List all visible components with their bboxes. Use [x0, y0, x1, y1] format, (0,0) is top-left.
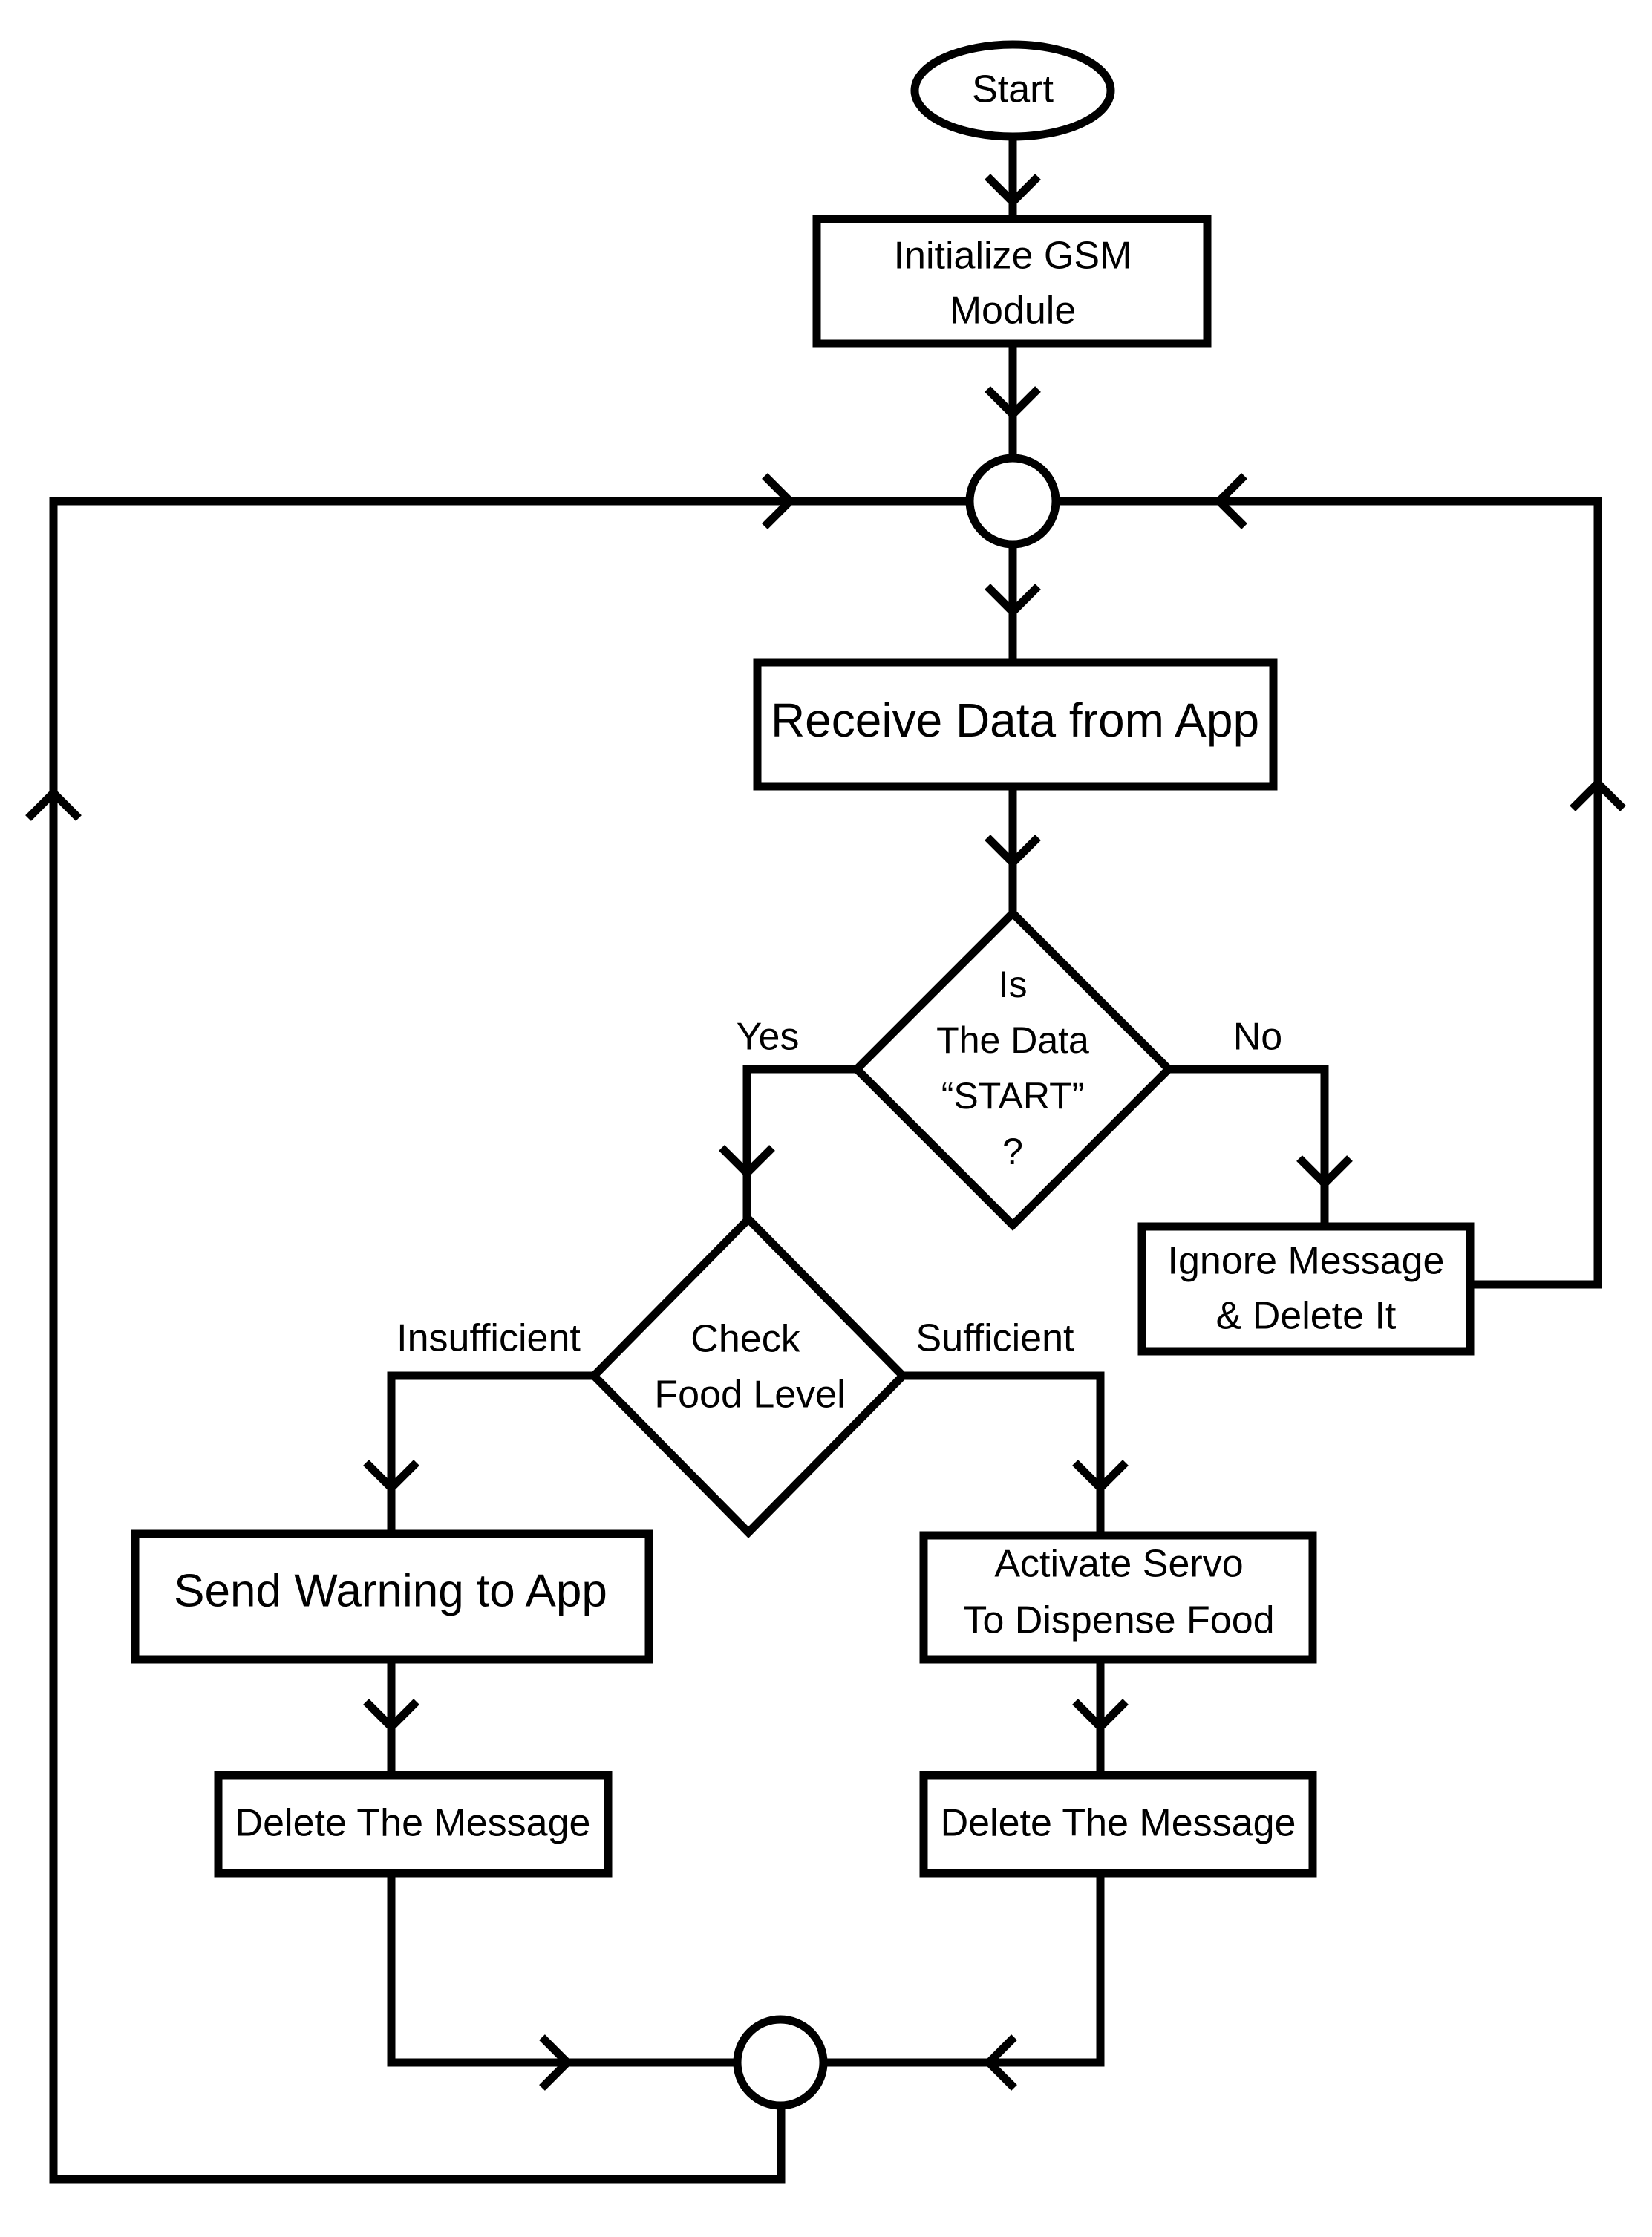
edge-no — [1169, 1065, 1329, 1227]
delete-message-left-node: Delete The Message — [214, 1771, 613, 1878]
arrow-up-icon — [25, 787, 82, 821]
nodes: Start Initialize GSM Module Receive Data… — [131, 40, 1475, 2110]
check-food-line-2: Food Level — [654, 1374, 845, 1417]
edge-deleteleft-junction — [387, 1873, 737, 2067]
activate-servo-line-2: To Dispense Food — [963, 1599, 1274, 1642]
edge-yes — [742, 1065, 857, 1219]
edge-labels: Yes No Insufficient Sufficient — [396, 1016, 1282, 1360]
ignore-message-node: Ignore Message & Delete It — [1137, 1222, 1475, 1356]
arrow-down-icon — [363, 1699, 419, 1733]
arrow-down-icon — [985, 386, 1041, 420]
activate-servo-node: Activate Servo To Dispense Food — [919, 1531, 1317, 1664]
receive-data-node: Receive Data from App — [753, 658, 1278, 791]
check-food-line-1: Check — [690, 1318, 800, 1361]
junction-bottom — [733, 2015, 828, 2110]
arrow-down-icon — [985, 835, 1041, 869]
init-gsm-line-2: Module — [950, 290, 1077, 333]
arrow-down-icon — [1072, 1460, 1129, 1494]
arrow-down-icon — [363, 1460, 419, 1494]
sufficient-label: Sufficient — [916, 1317, 1075, 1360]
arrow-down-icon — [985, 174, 1041, 208]
send-warning-node: Send Warning to App — [131, 1529, 653, 1664]
yes-label: Yes — [737, 1016, 800, 1059]
receive-data-label: Receive Data from App — [771, 693, 1259, 747]
arrow-up-icon — [1570, 777, 1626, 811]
is-start-line-3: “START” — [941, 1075, 1085, 1117]
arrowheads — [25, 174, 1626, 2091]
send-warning-label: Send Warning to App — [174, 1565, 607, 1616]
is-start-decision: Is The Data “START” ? — [851, 907, 1175, 1231]
check-food-decision: Check Food Level — [588, 1213, 909, 1538]
edge-deleteright-junction — [823, 1873, 1105, 2067]
connectors — [49, 137, 1602, 2184]
is-start-line-2: The Data — [936, 1019, 1089, 1061]
ignore-line-1: Ignore Message — [1168, 1240, 1445, 1283]
arrow-left-icon — [1213, 473, 1247, 529]
edge-ignore-loop — [1054, 497, 1602, 1289]
insufficient-label: Insufficient — [396, 1317, 581, 1360]
edge-sufficient — [903, 1371, 1105, 1535]
edge-loop-back — [49, 497, 970, 2184]
is-start-line-1: Is — [999, 964, 1028, 1005]
delete-right-label: Delete The Message — [941, 1802, 1296, 1845]
init-gsm-line-1: Initialize GSM — [894, 235, 1132, 278]
junction-top — [965, 454, 1060, 549]
arrow-left-icon — [983, 2034, 1017, 2091]
delete-message-right-node: Delete The Message — [919, 1771, 1317, 1878]
ignore-line-2: & Delete It — [1216, 1295, 1397, 1338]
arrow-right-icon — [762, 473, 796, 529]
delete-left-label: Delete The Message — [235, 1802, 591, 1845]
init-gsm-node: Initialize GSM Module — [812, 215, 1212, 348]
edge-insufficient — [387, 1371, 594, 1534]
arrow-down-icon — [1072, 1699, 1129, 1733]
activate-servo-line-1: Activate Servo — [994, 1543, 1243, 1586]
arrow-down-icon — [985, 584, 1041, 618]
is-start-line-4: ? — [1002, 1131, 1023, 1172]
start-node: Start — [910, 40, 1115, 141]
arrow-down-icon — [719, 1145, 775, 1179]
arrow-right-icon — [539, 2034, 573, 2091]
start-label: Start — [972, 68, 1054, 111]
arrow-down-icon — [1296, 1155, 1353, 1189]
no-label: No — [1233, 1016, 1282, 1059]
